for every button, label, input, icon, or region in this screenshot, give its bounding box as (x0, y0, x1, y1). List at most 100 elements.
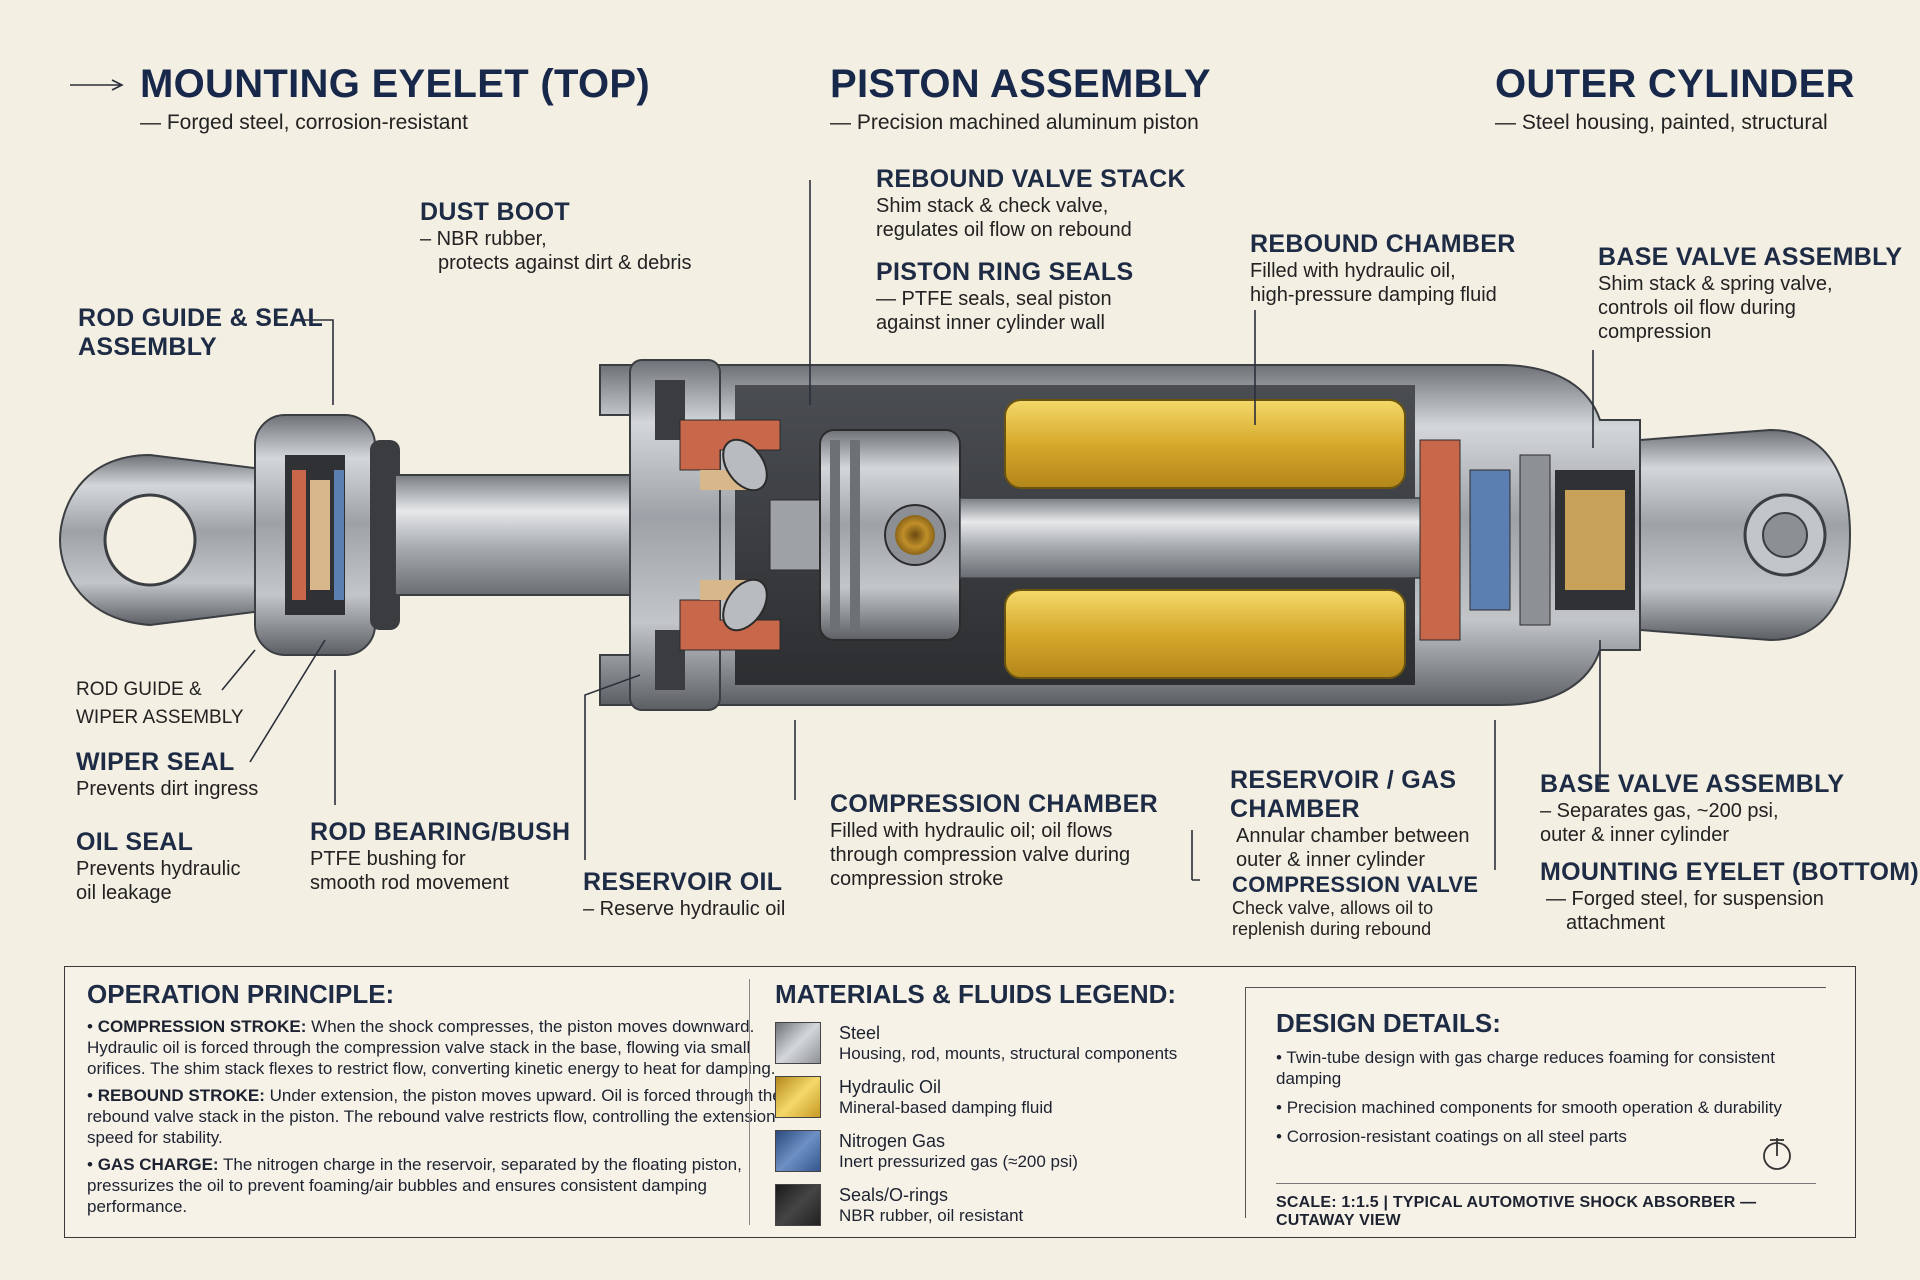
rod-guide-housing (254, 414, 400, 656)
oil-seal-title: OIL SEAL (76, 828, 194, 856)
design-item: • Corrosion-resistant coatings on all st… (1276, 1127, 1627, 1146)
wiper-seal-line1: Prevents dirt ingress (76, 778, 259, 800)
mounting-eyelet-top-desc: Forged steel, corrosion-resistant (140, 111, 650, 135)
wiper-seal-title: WIPER SEAL (76, 748, 235, 776)
outer-cylinder-desc: Steel housing, painted, structural (1495, 111, 1855, 135)
base-valve (1419, 439, 1635, 641)
reservoir-gas-callout: RESERVOIR / GAS CHAMBER Annular chamber … (1230, 766, 1469, 872)
compression-chamber-line3: compression stroke (830, 868, 1004, 890)
operation-item: • REBOUND STROKE: Under extension, the p… (87, 1086, 782, 1147)
rod-guide-wiper-line2: WIPER ASSEMBLY (76, 707, 244, 728)
design-item-text: Twin-tube design with gas charge reduces… (1276, 1048, 1775, 1088)
rod-guide-seal-title1: ROD GUIDE & SEAL (78, 304, 324, 332)
rod-bearing-line1: PTFE bushing for (310, 848, 466, 870)
design-item: • Precision machined components for smoo… (1276, 1098, 1782, 1117)
operation-item: • GAS CHARGE: The nitrogen charge in the… (87, 1155, 742, 1216)
design-item: • Twin-tube design with gas charge reduc… (1276, 1048, 1775, 1088)
legend-item-desc: Mineral-based damping fluid (839, 1098, 1053, 1117)
reservoir-gas-title1: RESERVOIR / GAS (1230, 766, 1457, 794)
dust-boot-callout: DUST BOOT – NBR rubber, protects against… (420, 198, 691, 275)
base-valve-top-line1: Shim stack & spring valve, (1598, 273, 1833, 295)
rebound-chamber-line1: Filled with hydraulic oil, (1250, 260, 1456, 282)
operation-item-text: When the shock compresses, the piston mo… (87, 1017, 776, 1078)
legend-item-name: Nitrogen Gas (839, 1131, 946, 1151)
rod-entry-seals (679, 419, 781, 651)
rebound-chamber-line2: high-pressure damping fluid (1250, 284, 1497, 306)
mounting-eyelet-top-title: MOUNTING EYELET (TOP) (140, 62, 651, 106)
inner-shaft (959, 497, 1431, 579)
operation-item-label: REBOUND STROKE: (97, 1086, 265, 1105)
oil-swatch (775, 1076, 821, 1118)
dust-boot-line1: – NBR rubber, (420, 228, 547, 250)
rebound-valve-title: REBOUND VALVE STACK (876, 165, 1186, 193)
compression-valve-title: COMPRESSION VALVE (1232, 872, 1479, 897)
mounting-eyelet-bottom-callout: MOUNTING EYELET (BOTTOM) — Forged steel,… (1540, 858, 1919, 935)
compression-valve-line2: replenish during rebound (1232, 919, 1432, 939)
dust-boot-title: DUST BOOT (420, 198, 570, 226)
compression-chamber-callout: COMPRESSION CHAMBER Filled with hydrauli… (830, 790, 1158, 891)
operation-title: OPERATION PRINCIPLE: (87, 979, 395, 1009)
info-panel: OPERATION PRINCIPLE: • COMPRESSION STROK… (64, 966, 1856, 1238)
legend-item-desc: Inert pressurized gas (≈200 psi) (839, 1152, 1078, 1171)
lower-oil-chamber (1004, 589, 1406, 679)
piston (819, 429, 961, 641)
compression-chamber-title: COMPRESSION CHAMBER (830, 790, 1158, 818)
legend-title: MATERIALS & FLUIDS LEGEND: (775, 979, 1177, 1009)
operation-principle-section: OPERATION PRINCIPLE: • COMPRESSION STROK… (87, 979, 787, 1217)
rod-bearing-title: ROD BEARING/BUSH (310, 818, 571, 846)
compression-chamber-line1: Filled with hydraulic oil; oil flows (830, 820, 1113, 842)
outer-cylinder-title: OUTER CYLINDER (1495, 62, 1855, 106)
design-item-text: Corrosion-resistant coatings on all stee… (1286, 1127, 1627, 1146)
outer-cylinder-callout: OUTER CYLINDER Steel housing, painted, s… (1495, 62, 1855, 135)
panel-divider (749, 979, 750, 1225)
operation-item-text: The nitrogen charge in the reservoir, se… (87, 1155, 742, 1216)
oil-seal-line1: Prevents hydraulic (76, 858, 241, 880)
oil-seal-line2: oil leakage (76, 882, 172, 904)
base-valve-bottom-line1: – Separates gas, ~200 psi, (1540, 800, 1779, 822)
arrow-head (111, 79, 124, 91)
piston-ring-title: PISTON RING SEALS (876, 258, 1134, 286)
rebound-valve-callout: REBOUND VALVE STACK Shim stack & check v… (876, 165, 1186, 242)
mounting-eyelet-bottom-line1: — Forged steel, for suspension (1546, 888, 1824, 910)
rebound-valve-line2: regulates oil flow on rebound (876, 219, 1132, 241)
rod-guide-wiper-callout: ROD GUIDE & WIPER ASSEMBLY (76, 678, 244, 730)
upper-oil-chamber (1004, 399, 1406, 489)
compression-chamber-line2: through compression valve during (830, 844, 1131, 866)
base-valve-bottom-callout: BASE VALVE ASSEMBLY – Separates gas, ~20… (1540, 770, 1844, 847)
wiper-seal-callout: WIPER SEAL Prevents dirt ingress (76, 748, 258, 801)
compression-valve-callout: COMPRESSION VALVE Check valve, allows oi… (1232, 872, 1478, 940)
base-valve-top-title: BASE VALVE ASSEMBLY (1598, 243, 1903, 271)
operation-item-label: COMPRESSION STROKE: (97, 1017, 307, 1036)
piston-assembly-callout: PISTON ASSEMBLY Precision machined alumi… (830, 62, 1211, 135)
scale-caption: SCALE: 1:1.5 | TYPICAL AUTOMOTIVE SHOCK … (1276, 1183, 1816, 1230)
rod-bearing-callout: ROD BEARING/BUSH PTFE bushing for smooth… (310, 818, 570, 895)
steel-swatch (775, 1022, 821, 1064)
compression-valve-line1: Check valve, allows oil to (1232, 898, 1434, 918)
top-mounting-eyelet (58, 453, 271, 627)
legend-item-name: Hydraulic Oil (839, 1077, 942, 1097)
rod-guide-seal-callout: ROD GUIDE & SEAL ASSEMBLY (78, 304, 323, 362)
rebound-chamber-callout: REBOUND CHAMBER Filled with hydraulic oi… (1250, 230, 1516, 307)
gas-swatch (775, 1130, 821, 1172)
rod-guide-wiper-line1: ROD GUIDE & (76, 679, 202, 700)
rebound-valve-line1: Shim stack & check valve, (876, 195, 1109, 217)
compass-icon (1763, 1138, 1791, 1170)
rod-guide-seal-title2: ASSEMBLY (78, 333, 218, 361)
base-valve-top-line3: compression (1598, 321, 1712, 343)
reservoir-oil-line1: – Reserve hydraulic oil (583, 898, 786, 920)
operation-item-text: Under extension, the piston moves upward… (87, 1086, 782, 1147)
piston-assembly-desc: Precision machined aluminum piston (830, 111, 1211, 135)
reservoir-oil-title: RESERVOIR OIL (583, 868, 783, 896)
reservoir-oil-callout: RESERVOIR OIL – Reserve hydraulic oil (583, 868, 785, 921)
reservoir-gas-line1: Annular chamber between (1236, 825, 1470, 847)
legend-item-desc: NBR rubber, oil resistant (839, 1206, 1024, 1225)
legend-item-name: Steel (839, 1023, 881, 1043)
piston-ring-line2: against inner cylinder wall (876, 312, 1106, 334)
mounting-eyelet-bottom-title: MOUNTING EYELET (BOTTOM) (1540, 858, 1919, 886)
rebound-chamber-title: REBOUND CHAMBER (1250, 230, 1516, 258)
base-valve-top-callout: BASE VALVE ASSEMBLY Shim stack & spring … (1598, 243, 1902, 344)
